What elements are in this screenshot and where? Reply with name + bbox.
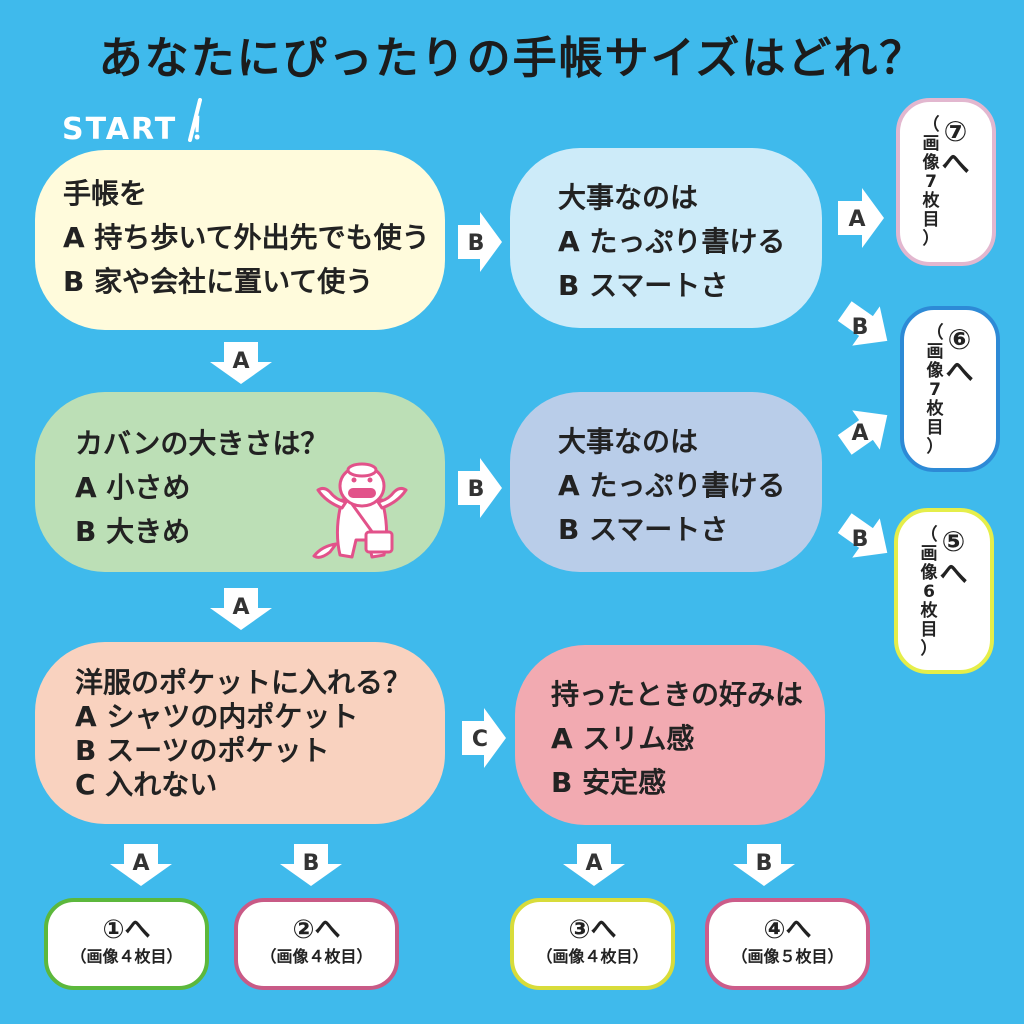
result-7: ⑦ へ （ 画 像 7 枚 目 ）	[896, 98, 996, 266]
svg-text:B: B	[852, 315, 869, 340]
result-note-char: 6	[923, 582, 935, 602]
result-note-char: 7	[929, 380, 941, 400]
svg-text:B: B	[756, 851, 773, 876]
result-label-char: へ	[945, 355, 974, 388]
svg-text:A: A	[851, 421, 868, 446]
result-label-char: ⑤	[941, 525, 966, 558]
question-line: A 小さめ	[75, 471, 191, 504]
question-line: A スリム感	[551, 722, 695, 755]
result-4: ④へ （画像５枚目）	[705, 898, 870, 990]
result-note: （画像５枚目）	[731, 947, 844, 966]
arrow-down-a: A	[210, 588, 272, 630]
page-title: あなたにぴったりの手帳サイズはどれ？	[98, 33, 926, 84]
result-note: （画像４枚目）	[260, 947, 373, 966]
result-note-char: 枚	[926, 399, 944, 419]
question-line: B 安定感	[551, 766, 667, 799]
result-note-char: （	[920, 525, 938, 545]
question-carry-or-fixed: 手帳を A 持ち歩いて外出先でも使う B 家や会社に置いて使う	[35, 150, 445, 330]
result-note-char: 目	[926, 418, 944, 438]
question-line: C 入れない	[75, 768, 218, 801]
arrow-down-a: A	[110, 844, 172, 886]
question-line: カバンの大きさは？	[75, 427, 329, 460]
question-line: 持ったときの好みは	[551, 678, 804, 711]
question-line: B スーツのポケット	[75, 734, 330, 767]
result-note-char: 目	[920, 620, 938, 640]
question-line: B スマートさ	[558, 269, 729, 302]
result-2: ②へ （画像４枚目）	[234, 898, 399, 990]
result-label-char: へ	[939, 557, 968, 590]
question-line: A シャツの内ポケット	[75, 700, 359, 733]
svg-text:B: B	[303, 851, 320, 876]
result-note: （画像４枚目）	[536, 947, 649, 966]
question-line: 手帳を	[63, 177, 148, 210]
svg-text:B: B	[852, 527, 869, 552]
question-holding-preference: 持ったときの好みは A スリム感 B 安定感	[515, 645, 825, 825]
question-line: A たっぷり書ける	[558, 225, 786, 258]
svg-text:A: A	[232, 595, 249, 620]
start-slash-mark	[188, 98, 202, 142]
svg-text:A: A	[232, 349, 249, 374]
result-note-char: （	[926, 323, 944, 343]
result-3: ③へ （画像４枚目）	[510, 898, 675, 990]
arrow-up-right-a: A	[837, 410, 888, 455]
result-note-char: 枚	[922, 191, 940, 211]
question-line: A たっぷり書ける	[558, 469, 786, 502]
arrow-down-a: A	[563, 844, 625, 886]
result-label-char: ⑥	[947, 323, 972, 356]
arrow-down-b: B	[733, 844, 795, 886]
result-label: ③へ	[568, 915, 617, 945]
result-note-char: ）	[920, 639, 938, 659]
platypus-mascot-icon	[312, 462, 408, 559]
question-line: B 家や会社に置いて使う	[63, 265, 374, 298]
svg-text:A: A	[132, 851, 149, 876]
result-note-char: 画	[922, 134, 940, 154]
result-note-char: ）	[926, 437, 944, 457]
question-line: 大事なのは	[558, 181, 699, 214]
svg-text:A: A	[848, 207, 865, 232]
result-note-char: 像	[926, 361, 944, 381]
arrow-right-c: C	[462, 708, 506, 768]
arrow-down-right-b: B	[837, 513, 888, 558]
result-5: ⑤ へ （ 画 像 6 枚 目 ）	[894, 508, 994, 674]
question-priority-lower: 大事なのは A たっぷり書ける B スマートさ	[510, 392, 822, 572]
question-line: B スマートさ	[558, 513, 729, 546]
arrow-down-right-b: B	[837, 301, 888, 346]
result-note-char: 画	[920, 544, 938, 564]
question-line: 大事なのは	[558, 425, 699, 458]
arrow-right-a: A	[838, 188, 884, 248]
result-label: ④へ	[763, 915, 812, 945]
question-line: A 持ち歩いて外出先でも使う	[63, 221, 430, 254]
result-note-char: 像	[922, 153, 940, 173]
result-note: （画像４枚目）	[70, 947, 183, 966]
result-note-char: 画	[926, 342, 944, 362]
result-6: ⑥ へ （ 画 像 7 枚 目 ）	[900, 306, 1000, 472]
result-label: ②へ	[292, 915, 341, 945]
result-label-char: ⑦	[943, 115, 968, 148]
result-note-char: 7	[925, 172, 937, 192]
result-1: ①へ （画像４枚目）	[44, 898, 209, 990]
question-line: B 大きめ	[75, 515, 191, 548]
result-note-char: （	[922, 115, 940, 135]
question-clothes-pocket: 洋服のポケットに入れる？ A シャツの内ポケット B スーツのポケット C 入れ…	[35, 642, 445, 824]
result-label-char: へ	[941, 147, 970, 180]
result-note-char: 枚	[920, 601, 938, 621]
question-line: 洋服のポケットに入れる？	[75, 666, 412, 699]
result-note-char: 像	[920, 563, 938, 583]
arrow-down-b: B	[280, 844, 342, 886]
svg-text:B: B	[468, 231, 485, 256]
svg-text:C: C	[472, 727, 488, 752]
result-note-char: ）	[922, 229, 940, 249]
arrow-down-a: A	[210, 342, 272, 384]
result-note-char: 目	[922, 210, 940, 230]
question-priority-upper: 大事なのは A たっぷり書ける B スマートさ	[510, 148, 822, 328]
arrow-right-b: B	[458, 458, 502, 518]
result-label: ①へ	[102, 915, 151, 945]
svg-text:B: B	[468, 477, 485, 502]
svg-text:A: A	[585, 851, 602, 876]
arrow-right-b: B	[458, 212, 502, 272]
